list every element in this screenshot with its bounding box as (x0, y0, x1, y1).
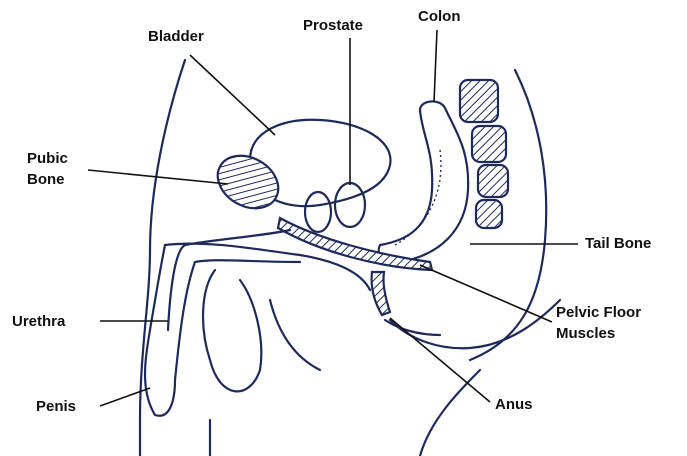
tail-bone-segment-1 (460, 80, 498, 122)
tail-bone-segment-4 (476, 200, 502, 228)
anus-leader (390, 318, 490, 402)
anus-canal-shape (372, 272, 390, 315)
label-urethra: Urethra (12, 313, 65, 331)
tail-bone-segment-2 (472, 126, 506, 162)
label-colon: Colon (418, 8, 461, 26)
tail-bone-segment-3 (478, 165, 508, 197)
label-prostate: Prostate (303, 17, 363, 35)
bladder-leader (190, 55, 275, 135)
label-tail-bone: Tail Bone (585, 235, 651, 253)
prostate-lobe-right (335, 183, 365, 227)
colon-shape (379, 101, 468, 262)
label-bladder: Bladder (148, 28, 204, 46)
label-pelvic-floor-line1: Pelvic Floor (556, 304, 641, 322)
colon-inner-line (395, 150, 441, 245)
colon-leader (434, 30, 437, 102)
label-pubic-bone-line2: Bone (27, 171, 65, 189)
scrotum-outline (203, 270, 261, 391)
penis-leader (100, 388, 150, 406)
label-penis: Penis (36, 398, 76, 416)
label-anus: Anus (495, 396, 533, 414)
leg-back-outline (420, 370, 480, 456)
pelvic-floor-leader (420, 265, 552, 322)
pubic-bone-shape (208, 145, 287, 219)
buttock-outline (390, 300, 560, 348)
prostate-lobe-left (305, 192, 331, 232)
label-pubic-bone-line1: Pubic (27, 150, 68, 168)
thigh-back-outline (270, 300, 320, 370)
label-pelvic-floor-line2: Muscles (556, 325, 615, 343)
